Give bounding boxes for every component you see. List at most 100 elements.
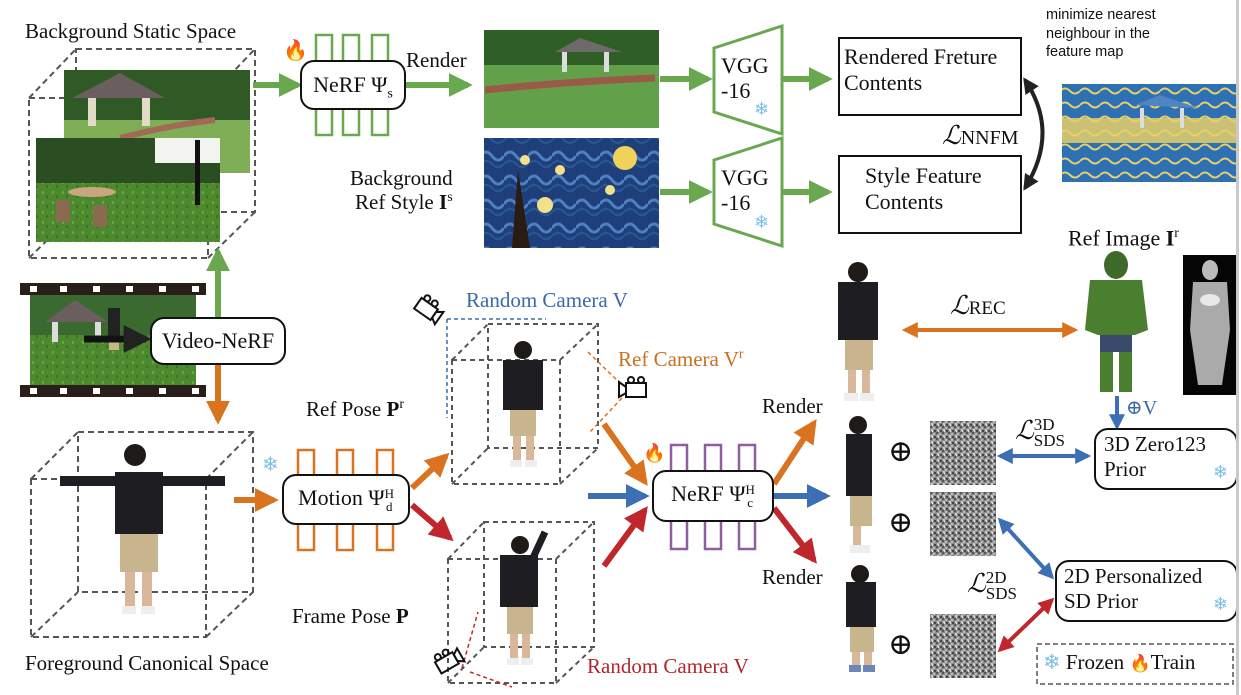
annotation-line3: feature map: [1046, 44, 1124, 61]
nerf-s-sub: s: [387, 86, 393, 102]
bg-ref-style-line2: Ref Style Is: [350, 190, 453, 214]
sd-prior-line1: 2D Personalized: [1064, 564, 1203, 588]
page-right-edge: [1236, 0, 1239, 695]
motion-label: Motion Ψ: [298, 485, 385, 510]
vgg-bottom-label: VGG -16: [721, 165, 769, 216]
random-camera-top-label: Random Camera V: [466, 288, 628, 312]
ref-camera-label: Ref Camera Vr: [618, 347, 744, 371]
ref-image-sup: r: [1174, 226, 1179, 241]
nerf-c-sup: H: [745, 481, 755, 497]
foreground-cube: [30, 431, 254, 638]
ref-pose-label: Ref Pose Pr: [306, 397, 404, 421]
zero123-line1: 3D Zero123: [1104, 432, 1207, 456]
oplus-symbol: ⊕: [888, 435, 914, 468]
bg-ref-style-sup: s: [447, 190, 453, 206]
bg-ref-style-symbol: I: [439, 190, 448, 215]
motion-sup: H: [384, 485, 394, 501]
loss-rec-symbol: ℒ: [950, 291, 969, 320]
snowflake-icon: ❄: [1212, 594, 1228, 615]
render-label-upper: Render: [762, 394, 823, 418]
nerf-s-label: NeRF Ψ: [313, 72, 388, 97]
loss-sds-3d-symbol: ℒ: [1015, 416, 1034, 446]
loss-sds-2d-sup: 2D: [985, 568, 1007, 587]
vgg-top-line1: VGG: [721, 53, 769, 78]
rendered-person-side: [846, 416, 872, 553]
rendered-background-image: [484, 30, 659, 128]
style-feature-contents-box: Style Feature Contents: [838, 155, 1022, 234]
vgg-top-shape: [712, 23, 784, 137]
depth-map-image: [1183, 255, 1238, 395]
zero123-prior-box: 3D Zero123 Prior ❄: [1094, 428, 1238, 490]
frame-pose-person: [500, 530, 549, 665]
loss-rec: ℒREC: [950, 291, 1006, 321]
frame-pose-label: Frame Pose P: [292, 604, 409, 628]
vgg-top-label: VGG -16: [721, 53, 769, 104]
video-nerf-box: Video-NeRF: [150, 317, 286, 365]
rendered-feature-line2: Contents: [844, 70, 923, 96]
camera-icon-ref: [618, 376, 647, 399]
ref-camera-sup: r: [738, 347, 744, 362]
style-feature-line2: Contents: [865, 189, 944, 215]
render-label-lower: Render: [762, 565, 823, 589]
annotation-line2: neighbour in the: [1046, 25, 1150, 42]
legend-frozen-label: Frozen: [1065, 650, 1125, 674]
hulk-reference-image: [1085, 251, 1148, 392]
camera-icon-random-bottom: [433, 646, 467, 675]
nerf-c-label: NeRF Ψ: [671, 481, 746, 506]
loss-nnfm-sub: NNFM: [960, 127, 1019, 149]
frame-pose-symbol: P: [395, 604, 409, 628]
loss-sds-2d-sub: SDS: [985, 584, 1017, 604]
style-reference-image: [484, 138, 659, 248]
nnfm-annotation: minimize nearest neighbour in the featur…: [1046, 6, 1156, 62]
loss-rec-sub: REC: [968, 298, 1006, 319]
background-static-space-label: Background Static Space: [25, 19, 237, 43]
sd-prior-box: 2D Personalized SD Prior ❄: [1055, 560, 1238, 622]
sd-prior-line2: SD Prior: [1064, 589, 1139, 614]
vgg-bottom-line1: VGG: [721, 165, 769, 190]
loss-nnfm: ℒNNFM: [942, 121, 1019, 151]
loss-sds-3d-sub: SDS: [1033, 431, 1065, 451]
snowflake-icon: ❄: [262, 454, 279, 476]
legend-box: [1036, 643, 1234, 685]
zero123-line2: Prior: [1104, 457, 1146, 482]
snowflake-icon: ❄: [754, 99, 770, 119]
nerf-s-box: NeRF Ψs: [300, 60, 406, 110]
rendered-feature-contents-box: Rendered Freture Contents: [838, 37, 1022, 116]
ref-image-text: Ref Image: [1068, 225, 1166, 251]
vgg-top-line2: -16: [721, 78, 751, 104]
loss-nnfm-symbol: ℒ: [942, 121, 961, 150]
loss-sds-2d-symbol: ℒ: [967, 569, 986, 599]
stylized-output-image: [1062, 84, 1236, 182]
ref-image-symbol: I: [1165, 225, 1175, 251]
background-photo-2: [36, 138, 220, 242]
oplus-symbol: ⊕: [888, 506, 914, 539]
ref-camera-text: Ref Camera V: [618, 347, 739, 371]
snowflake-icon: ❄: [754, 212, 770, 232]
video-nerf-label: Video-NeRF: [161, 328, 275, 353]
canonical-person: [60, 444, 225, 614]
rendered-person-back: [846, 565, 876, 672]
vgg-bottom-shape: [712, 135, 784, 249]
frame-pose-text: Frame Pose: [292, 604, 396, 628]
motion-sub: d: [386, 498, 393, 514]
camera-icon-random-top: [412, 294, 446, 327]
nerf-c-sub: c: [747, 494, 754, 510]
style-feature-line1: Style Feature: [865, 163, 982, 188]
noise-square-2: [930, 492, 996, 556]
annotation-line1: minimize nearest: [1046, 7, 1156, 23]
ref-image-label: Ref Image Ir: [1068, 226, 1179, 251]
fire-icon: 🔥: [283, 40, 308, 62]
random-camera-bottom-label: Random Camera V: [587, 654, 749, 678]
bg-ref-style-line1: Background: [350, 166, 453, 190]
legend-train-label: Train: [1150, 650, 1196, 674]
vgg-bottom-line2: -16: [721, 190, 751, 216]
legend: ❄ Frozen 🔥Train: [1043, 650, 1196, 674]
legend-snowflake-icon: ❄: [1043, 650, 1061, 674]
rendered-person-ref: [838, 262, 878, 401]
legend-fire-icon: 🔥: [1129, 654, 1151, 673]
